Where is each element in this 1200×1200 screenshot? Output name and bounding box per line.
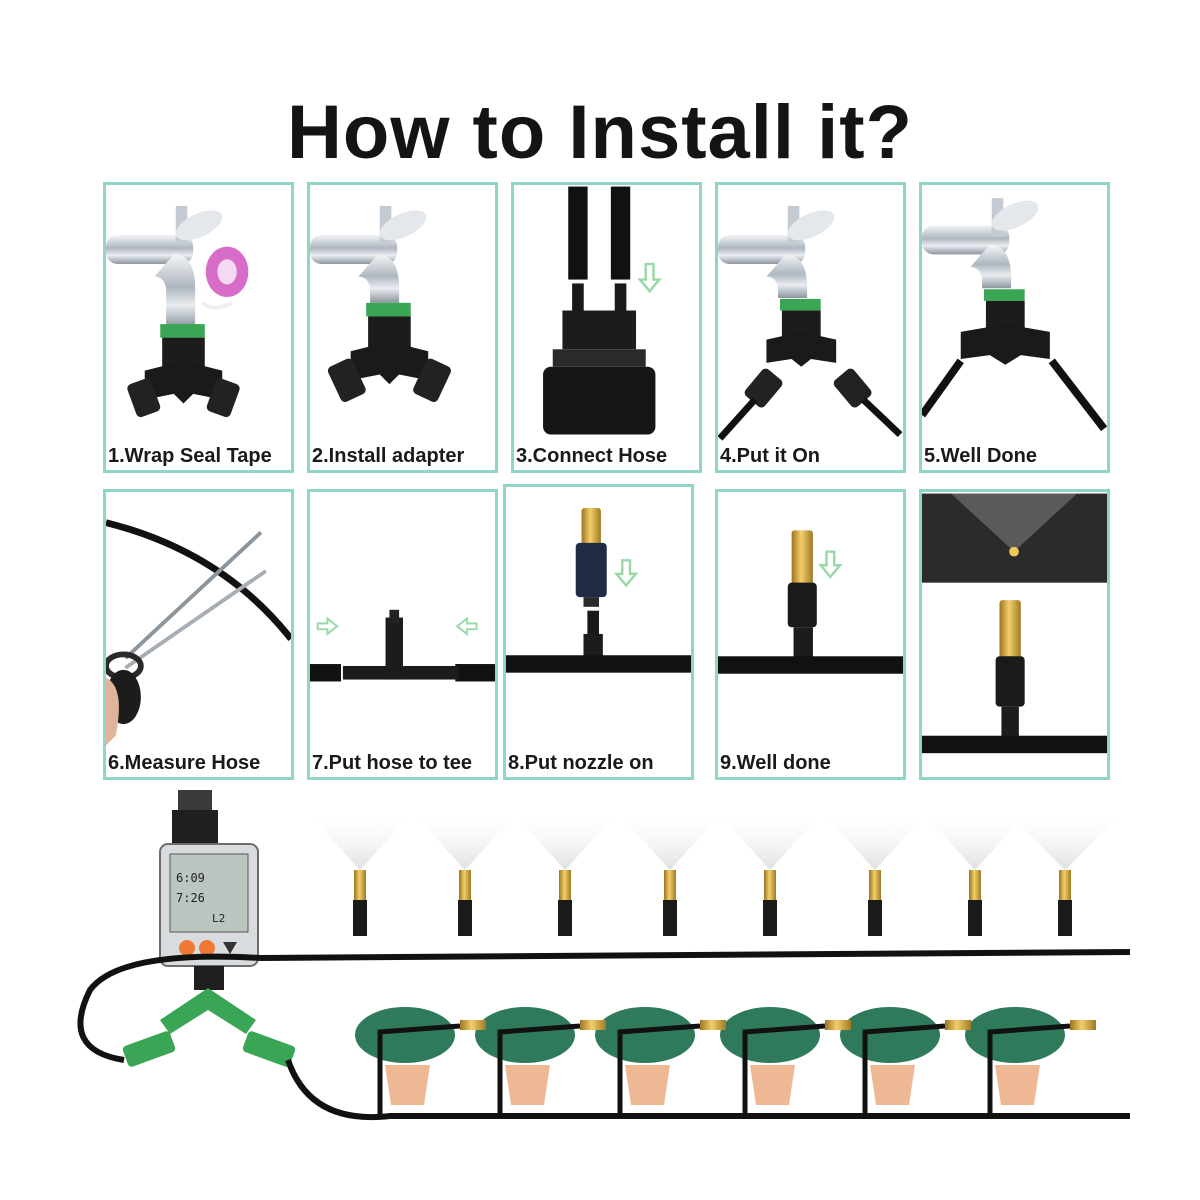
- y-adapter-icon: [122, 966, 296, 1067]
- step-label: 2.Install adapter: [312, 445, 465, 467]
- y-adapter-icon: [327, 302, 451, 402]
- arrow-down-icon: [818, 550, 843, 579]
- arrow-right-icon: [316, 616, 339, 637]
- step-label: 9.Well done: [720, 752, 831, 774]
- timer-line-1: 6:09: [176, 871, 205, 885]
- step-panel-6: 6.Measure Hose: [103, 489, 294, 780]
- step-panel-1: 1.Wrap Seal Tape: [103, 182, 294, 473]
- y-adapter-icon: [766, 298, 837, 367]
- tee-connector-icon: [310, 609, 495, 682]
- drip-line: [377, 1020, 1096, 1116]
- faucet-icon: [106, 205, 249, 418]
- step-label: 4.Put it On: [720, 445, 820, 467]
- step-panel-4: 4.Put it On: [715, 182, 906, 473]
- step-label: 1.Wrap Seal Tape: [108, 445, 272, 467]
- step-panel-8: 8.Put nozzle on: [503, 484, 694, 780]
- timer-line-2: 7:26: [176, 891, 205, 905]
- hose-connector-icon: [543, 186, 662, 435]
- mist-cones: [310, 815, 1120, 870]
- step-label: 3.Connect Hose: [516, 445, 668, 467]
- mist-nozzle-icon: [718, 530, 903, 674]
- timer-arrow-button[interactable]: [223, 942, 237, 954]
- mist-nozzle-icon: [353, 870, 1072, 936]
- timer-button[interactable]: [199, 940, 215, 956]
- system-overview: 6:09 7:26 L2: [60, 790, 1150, 1130]
- page-title: How to Install it?: [287, 90, 913, 175]
- faucet-icon: [310, 205, 451, 402]
- mist-nozzle-icon: [506, 508, 691, 673]
- step-label: 8.Put nozzle on: [508, 752, 654, 774]
- seal-tape-icon: [201, 246, 249, 310]
- result-panel: [919, 489, 1110, 780]
- step-panel-9: 9.Well done: [715, 489, 906, 780]
- step-label: 5.Well Done: [924, 445, 1037, 467]
- step-panel-3: 3.Connect Hose: [511, 182, 702, 473]
- step-label: 6.Measure Hose: [108, 752, 261, 774]
- arrow-left-icon: [455, 616, 478, 637]
- timer-line-3: L2: [212, 912, 225, 925]
- y-adapter-icon: [960, 289, 1050, 365]
- scissors-icon: [106, 519, 291, 746]
- mist-spray-image: [922, 493, 1107, 754]
- arrow-down-icon: [613, 559, 639, 588]
- timer-button[interactable]: [179, 940, 195, 956]
- y-adapter-icon: [127, 324, 240, 418]
- step-label: 7.Put hose to tee: [312, 752, 473, 774]
- irrigation-system-illustration: 6:09 7:26 L2: [77, 790, 1131, 1120]
- arrow-down-icon: [637, 262, 662, 294]
- water-timer-icon: 6:09 7:26 L2: [159, 790, 259, 967]
- step-panel-5: 5.Well Done: [919, 182, 1110, 473]
- faucet-icon: [718, 205, 903, 441]
- step-panel-2: 2.Install adapter: [307, 182, 498, 473]
- faucet-icon: [922, 198, 1107, 432]
- step-panel-7: 7.Put hose to tee: [307, 489, 498, 780]
